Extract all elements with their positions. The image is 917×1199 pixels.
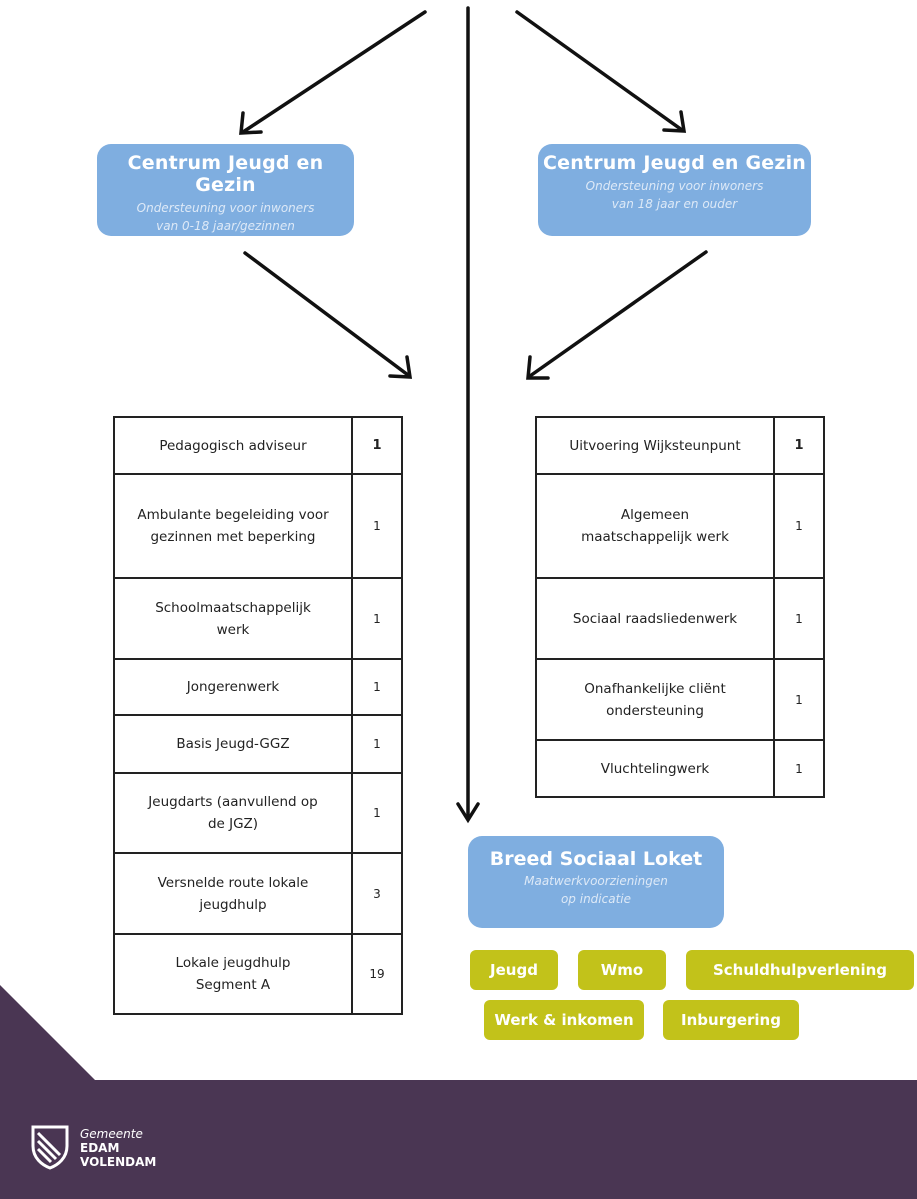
cjg-adult-subtitle-line2: van 18 jaar en ouder	[611, 197, 738, 211]
service-count: 1	[351, 714, 403, 774]
arrowhead-top-right	[662, 110, 687, 133]
arrow-right-to-table	[528, 250, 708, 378]
brand-line2: EDAM	[80, 1141, 120, 1155]
arrow-top-left	[241, 10, 427, 134]
service-count: 19	[351, 933, 403, 1015]
service-count: 1	[351, 577, 403, 660]
cjg-adult-subtitle: Ondersteuning voor inwoners van 18 jaar …	[538, 177, 811, 213]
service-count: 1	[773, 577, 825, 660]
loket-title: Breed Sociaal Loket	[489, 848, 703, 870]
tag-wmo: Wmo	[578, 950, 666, 990]
table-row: Jongerenwerk 1	[113, 658, 403, 716]
adult-services-table: Uitvoering Wijksteunpunt 1 Algemeen maat…	[535, 416, 825, 798]
cjg-box-adult: Centrum Jeugd en Gezin Ondersteuning voo…	[538, 144, 811, 236]
table-row: Ambulante begeleiding voor gezinnen met …	[113, 473, 403, 579]
brand-line1: Gemeente	[80, 1127, 143, 1141]
service-count: 1	[351, 473, 403, 579]
arrow-left-to-table	[243, 251, 410, 377]
youth-services-table: Pedagogisch adviseur 1 Ambulante begelei…	[113, 416, 403, 1015]
service-label: Lokale jeugdhulp Segment A	[113, 933, 353, 1015]
tag-inburgering: Inburgering	[663, 1000, 799, 1040]
tag-schuldhulpverlening: Schuldhulpverlening	[686, 950, 914, 990]
service-count: 1	[773, 739, 825, 798]
service-label: Uitvoering Wijksteunpunt	[535, 416, 775, 475]
breed-sociaal-loket-box: Breed Sociaal Loket Maatwerkvoorzieninge…	[468, 836, 724, 928]
table-row: Algemeen maatschappelijk werk 1	[535, 473, 825, 579]
service-count: 1	[773, 473, 825, 579]
table-row: Vluchtelingwerk 1	[535, 739, 825, 798]
cjg-box-youth: Centrum Jeugd en Gezin Ondersteuning voo…	[97, 144, 354, 236]
service-count: 1	[351, 772, 403, 854]
service-label: Algemeen maatschappelijk werk	[535, 473, 775, 579]
cjg-youth-title: Centrum Jeugd en Gezin	[127, 152, 324, 196]
service-label: Vluchtelingwerk	[535, 739, 775, 798]
table-row: Pedagogisch adviseur 1	[113, 416, 403, 475]
cjg-youth-subtitle-line1: Ondersteuning voor inwoners	[136, 201, 315, 215]
service-label: Basis Jeugd-GGZ	[113, 714, 353, 774]
municipality-logo-icon	[31, 1125, 69, 1170]
loket-subtitle-line1: Maatwerkvoorzieningen	[524, 874, 668, 888]
service-count: 1	[773, 416, 825, 475]
loket-subtitle-line2: op indicatie	[560, 892, 632, 906]
service-count: 1	[773, 658, 825, 741]
table-row: Basis Jeugd-GGZ 1	[113, 714, 403, 774]
service-count: 3	[351, 852, 403, 935]
brand-wordmark: Gemeente EDAM VOLENDAM	[80, 1127, 156, 1169]
tag-werk-inkomen: Werk & inkomen	[484, 1000, 644, 1040]
service-label: Versnelde route lokale jeugdhulp	[113, 852, 353, 935]
arrowhead-top-left	[239, 111, 263, 135]
table-row: Versnelde route lokale jeugdhulp 3	[113, 852, 403, 935]
arrowhead-center-down	[456, 802, 480, 824]
table-row: Onafhankelijke cliënt ondersteuning 1	[535, 658, 825, 741]
service-label: Schoolmaatschappelijk werk	[113, 577, 353, 660]
table-row: Jeugdarts (aanvullend op de JGZ) 1	[113, 772, 403, 854]
table-row: Uitvoering Wijksteunpunt 1	[535, 416, 825, 475]
table-row: Schoolmaatschappelijk werk 1	[113, 577, 403, 660]
cjg-adult-title: Centrum Jeugd en Gezin	[542, 152, 807, 174]
cjg-youth-subtitle-line2: van 0-18 jaar/gezinnen	[156, 219, 295, 233]
arrow-top-right	[515, 10, 684, 132]
service-label: Pedagogisch adviseur	[113, 416, 353, 475]
arrowhead-left-to-table	[388, 355, 413, 379]
service-label: Ambulante begeleiding voor gezinnen met …	[113, 473, 353, 579]
service-label: Sociaal raadsliedenwerk	[535, 577, 775, 660]
tag-jeugd: Jeugd	[470, 950, 558, 990]
loket-subtitle: Maatwerkvoorzieningen op indicatie	[468, 872, 724, 908]
arrowhead-right-to-table	[526, 355, 550, 380]
service-label: Onafhankelijke cliënt ondersteuning	[535, 658, 775, 741]
footer-band	[0, 1080, 917, 1199]
service-label: Jeugdarts (aanvullend op de JGZ)	[113, 772, 353, 854]
service-label: Jongerenwerk	[113, 658, 353, 716]
cjg-adult-subtitle-line1: Ondersteuning voor inwoners	[585, 179, 764, 193]
table-row: Lokale jeugdhulp Segment A 19	[113, 933, 403, 1015]
service-count: 1	[351, 416, 403, 475]
service-count: 1	[351, 658, 403, 716]
cjg-youth-subtitle: Ondersteuning voor inwoners van 0-18 jaa…	[97, 199, 354, 235]
table-row: Sociaal raadsliedenwerk 1	[535, 577, 825, 660]
brand-line3: VOLENDAM	[80, 1155, 157, 1169]
